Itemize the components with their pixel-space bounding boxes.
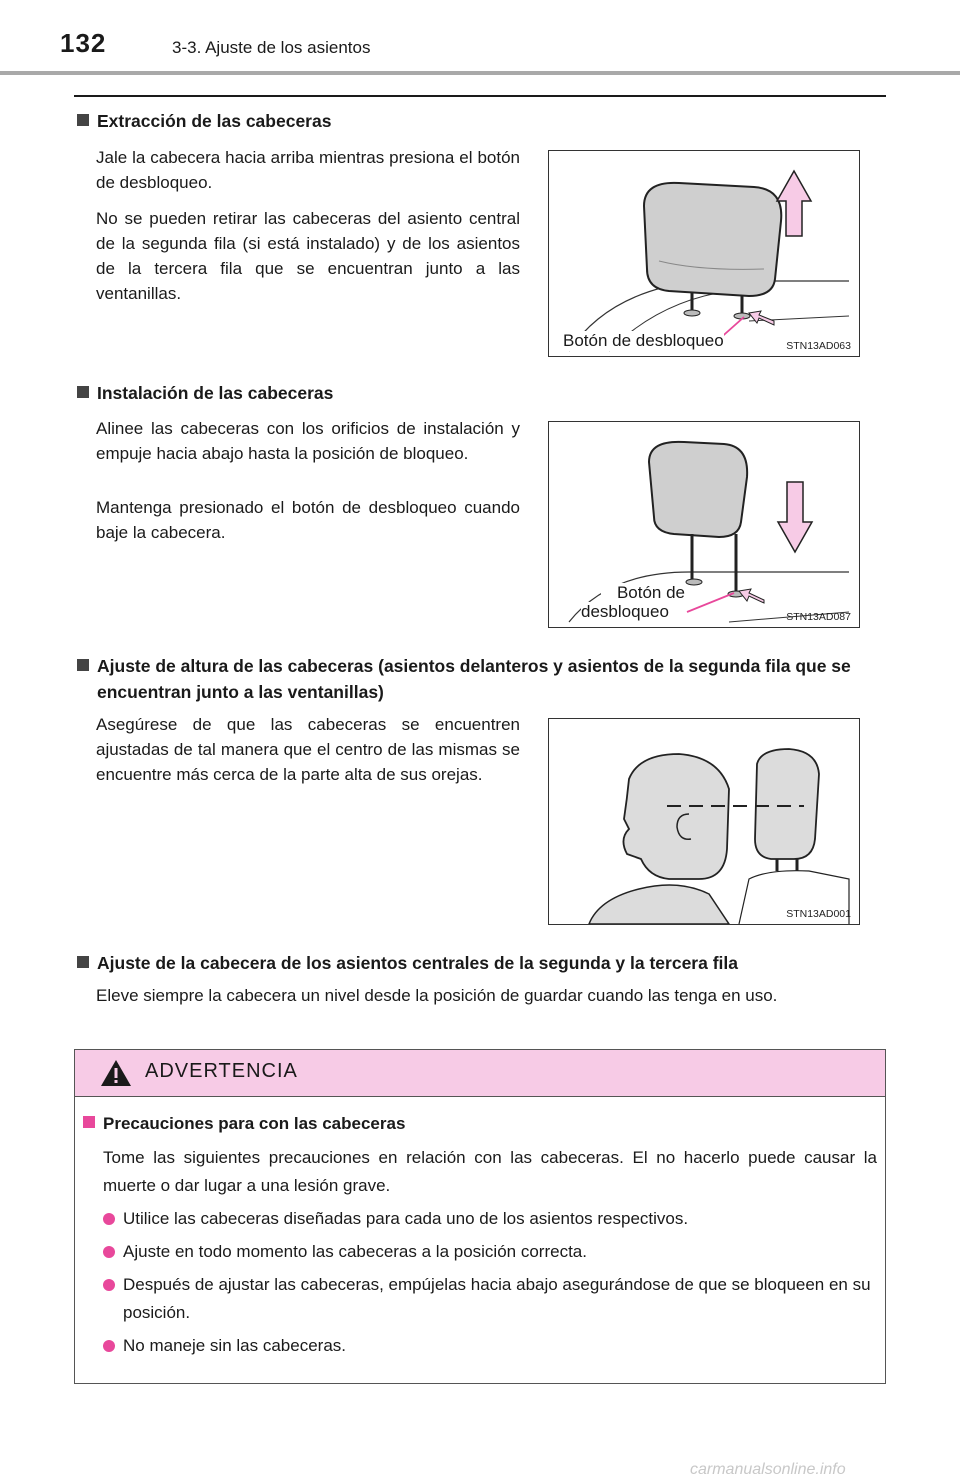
square-bullet-icon [77,114,89,126]
figure-extraccion: Botón de desbloqueo STN13AD063 [548,150,860,357]
section-heading-extraccion: Extracción de las cabeceras [77,108,331,134]
warning-header: ADVERTENCIA [75,1050,885,1097]
bullet-text: Después de ajustar las cabeceras, empúje… [123,1275,871,1322]
paragraph: Asegúrese de que las cabeceras se encuen… [96,715,520,784]
headrest-removal-illustration [568,169,850,352]
square-bullet-icon [83,1116,95,1128]
warning-intro: Tome las siguientes precauciones en rela… [103,1148,877,1195]
warning-bullet: Después de ajustar las cabeceras, empúje… [103,1271,899,1327]
square-bullet-icon [77,386,89,398]
head-position-illustration [588,748,850,924]
figure-label: Botón de [601,583,685,603]
square-bullet-icon [77,956,89,968]
watermark: carmanualsonline.info [690,1461,846,1478]
paragraph: Eleve siempre la cabecera un nivel desde… [96,986,778,1005]
circle-bullet-icon [103,1340,115,1352]
figure-code: STN13AD087 [786,611,851,623]
page-number: 132 [60,28,107,58]
header-divider [0,71,960,75]
paragraph: No se pueden retirar las cabeceras del a… [96,209,520,303]
warning-heading: Precauciones para con las cabeceras [83,1114,405,1134]
headrest-install-illustration [568,440,850,623]
heading-text: Precauciones para con las cabeceras [103,1114,406,1133]
heading-text: Ajuste de altura de las cabeceras (asien… [97,656,851,702]
circle-bullet-icon [103,1213,115,1225]
bullet-text: No maneje sin las cabeceras. [123,1336,347,1355]
figure-code: STN13AD001 [786,908,851,920]
bullet-text: Utilice las cabeceras diseñadas para cad… [123,1209,689,1228]
section-heading-instalacion: Instalación de las cabeceras [77,380,333,406]
heading-text: Extracción de las cabeceras [97,111,332,131]
warning-box: ADVERTENCIA Precauciones para con las ca… [74,1049,886,1384]
figure-label: Botón de desbloqueo [563,331,724,351]
bullet-text: Ajuste en todo momento las cabeceras a l… [123,1242,587,1261]
warning-bullet: Utilice las cabeceras diseñadas para cad… [103,1205,899,1233]
warning-triangle-icon [101,1060,131,1086]
heading-text: Ajuste de la cabecera de los asientos ce… [97,953,738,973]
figure-altura: STN13AD001 [548,718,860,925]
figure-label: desbloqueo [581,602,669,622]
paragraph: Jale la cabecera hacia arriba mientras p… [96,148,520,192]
figure-instalacion: Botón de desbloqueo STN13AD087 [548,421,860,628]
paragraph: Alinee las cabeceras con los orificios d… [96,419,520,463]
section-title: 3-3. Ajuste de los asientos [172,38,371,57]
circle-bullet-icon [103,1279,115,1291]
heading-text: Instalación de las cabeceras [97,383,334,403]
square-bullet-icon [77,659,89,671]
warning-bullet: Ajuste en todo momento las cabeceras a l… [103,1238,899,1266]
warning-bullet: No maneje sin las cabeceras. [103,1332,899,1360]
circle-bullet-icon [103,1246,115,1258]
warning-title: ADVERTENCIA [145,1060,298,1082]
content-divider [74,95,886,97]
figure-code: STN13AD063 [786,340,851,352]
paragraph: Mantenga presionado el botón de desbloqu… [96,498,520,542]
section-heading-altura: Ajuste de altura de las cabeceras (asien… [77,653,907,705]
section-heading-centrales: Ajuste de la cabecera de los asientos ce… [77,950,738,976]
